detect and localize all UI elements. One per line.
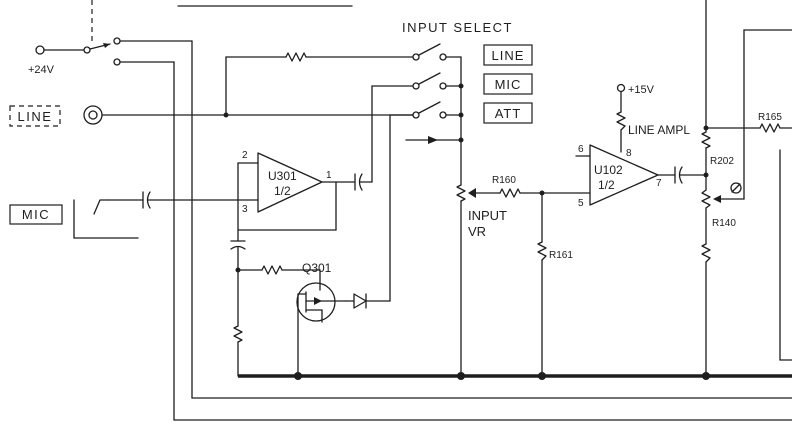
- r160-resistor: [499, 188, 591, 198]
- u301-half: 1/2: [274, 184, 291, 198]
- u102-pin5: 5: [578, 198, 584, 209]
- r140-label: R140: [712, 218, 736, 229]
- u102-pin6: 6: [578, 144, 584, 155]
- mic-jack-icon: [73, 191, 239, 239]
- r165-label: R165: [758, 112, 782, 123]
- input-vr-label-2: VR: [468, 224, 486, 239]
- select-button-mic[interactable]: MIC: [483, 73, 533, 95]
- ground-bus: [238, 372, 792, 380]
- u301-pin1: 1: [326, 170, 332, 181]
- select-att-label: ATT: [495, 106, 522, 121]
- u102-name: U102: [594, 163, 623, 177]
- u102-pin8: 8: [626, 148, 632, 159]
- r202-label: R202: [710, 156, 734, 167]
- u102-opamp: [575, 83, 707, 206]
- select-mic-label: MIC: [495, 77, 522, 92]
- mic-jack-label-box: [9, 204, 63, 225]
- u102-half: 1/2: [598, 178, 615, 192]
- input-vr-pot: [456, 184, 501, 377]
- q301-label: Q301: [302, 261, 332, 275]
- u102-pin7: 7: [656, 178, 662, 189]
- u301-pin3: 3: [242, 204, 248, 215]
- line-jack-icon: [83, 105, 414, 125]
- line-ampl-label: LINE AMPL: [628, 123, 690, 137]
- select-line-label: LINE: [492, 48, 525, 63]
- input-vr-label-1: INPUT: [468, 208, 507, 223]
- u301-name: U301: [268, 169, 297, 183]
- line-select-path: [223, 52, 414, 118]
- select-button-att[interactable]: ATT: [483, 102, 533, 124]
- att-diode: [345, 114, 414, 309]
- u301-opamp: [237, 85, 414, 231]
- power-switch: [35, 0, 792, 421]
- u301-pin2: 2: [242, 150, 248, 161]
- r160-label: R160: [492, 175, 516, 186]
- line-jack-label: LINE: [18, 109, 53, 124]
- r161-label: R161: [549, 250, 573, 261]
- line-jack-label-box: [9, 105, 61, 127]
- q301-transistor: [230, 229, 347, 377]
- supply-15v-label: +15V: [628, 84, 655, 96]
- select-switch-contacts: [405, 43, 464, 186]
- supply-24v-label: +24V: [28, 64, 55, 76]
- select-button-line[interactable]: LINE: [483, 44, 533, 66]
- line-ampl-output: [701, 0, 792, 377]
- r161-resistor: [537, 192, 547, 377]
- mic-jack-label: MIC: [22, 207, 50, 222]
- input-select-title: INPUT SELECT: [402, 20, 513, 35]
